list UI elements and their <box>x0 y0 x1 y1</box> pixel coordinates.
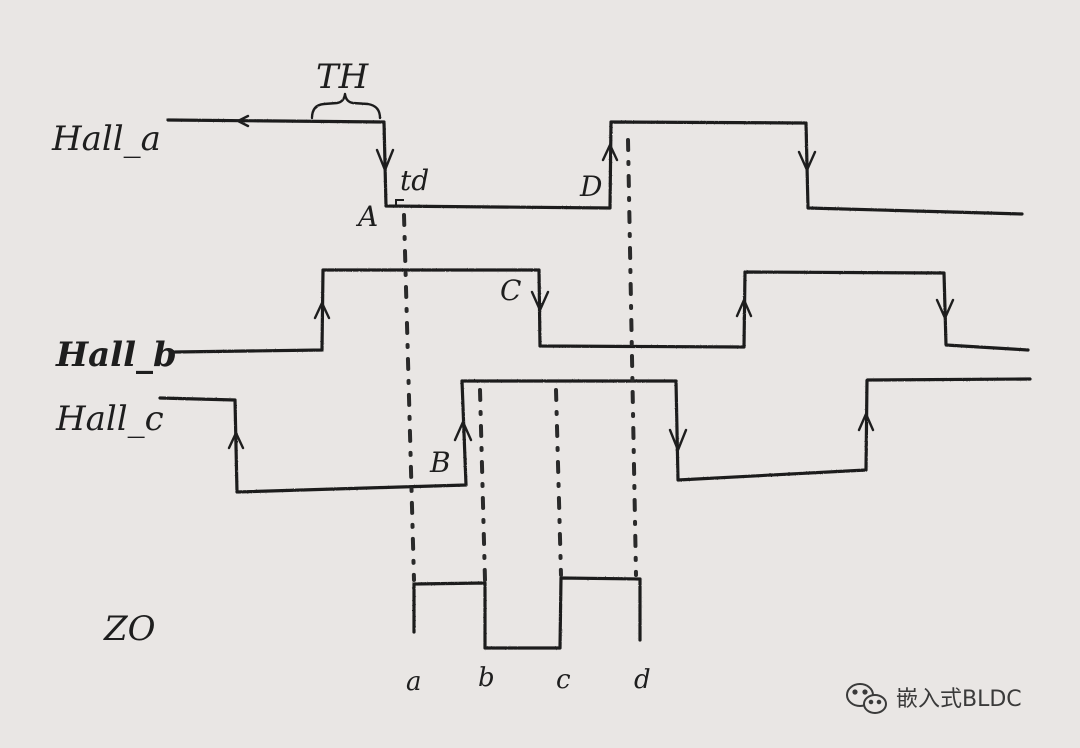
hall-a-label: Hall_a <box>51 119 161 159</box>
hall-a-waveform <box>166 118 1024 216</box>
hall-a-falling-arrow-2-icon <box>797 150 817 173</box>
hall-b-falling-arrow-2-icon <box>935 298 955 321</box>
wechat-icon <box>846 683 887 714</box>
watermark-text: 嵌入式BLDC <box>896 687 1022 712</box>
guide-line-d <box>626 138 638 577</box>
hall-c-rising-arrow-icon <box>227 430 245 450</box>
hall-b-falling-arrow-icon <box>530 290 550 313</box>
hall-b-rising-arrow-2-icon <box>735 297 753 318</box>
td-marker <box>395 199 404 206</box>
hall-b-waveform <box>173 268 1030 354</box>
hall-c-rising-arrow-2-icon <box>453 419 473 442</box>
hall-b-rising-arrow-icon <box>313 300 331 320</box>
tick-b-label: b <box>478 663 495 693</box>
point-b-label: B <box>429 446 451 479</box>
hall-c-falling-arrow-icon <box>668 428 688 454</box>
th-label: TH <box>316 57 370 97</box>
th-brace <box>310 92 382 120</box>
tick-d-label: d <box>634 665 651 695</box>
hall-c-label: Hall_c <box>55 399 164 439</box>
td-label: td <box>400 164 429 197</box>
zo-label: ZO <box>103 609 156 649</box>
point-a-label: A <box>355 200 378 233</box>
zo-waveform <box>412 576 642 650</box>
hall-a-arrow-left-icon <box>235 114 250 128</box>
tick-c-label: c <box>556 665 571 695</box>
point-d-label: D <box>579 170 602 203</box>
hall-a-falling-arrow-icon <box>375 148 395 174</box>
guide-line-c <box>554 388 563 577</box>
guide-line-b <box>478 388 487 582</box>
hall-c-rising-arrow-3-icon <box>857 411 875 432</box>
point-c-label: C <box>500 274 521 307</box>
hall-c-waveform <box>158 377 1032 494</box>
hall-a-rising-arrow-icon <box>601 142 619 162</box>
watermark: 嵌入式BLDC <box>846 683 1022 714</box>
tick-a-label: a <box>406 667 422 697</box>
guide-line-a <box>402 213 416 582</box>
hall-b-label: Hall_b <box>55 335 177 375</box>
